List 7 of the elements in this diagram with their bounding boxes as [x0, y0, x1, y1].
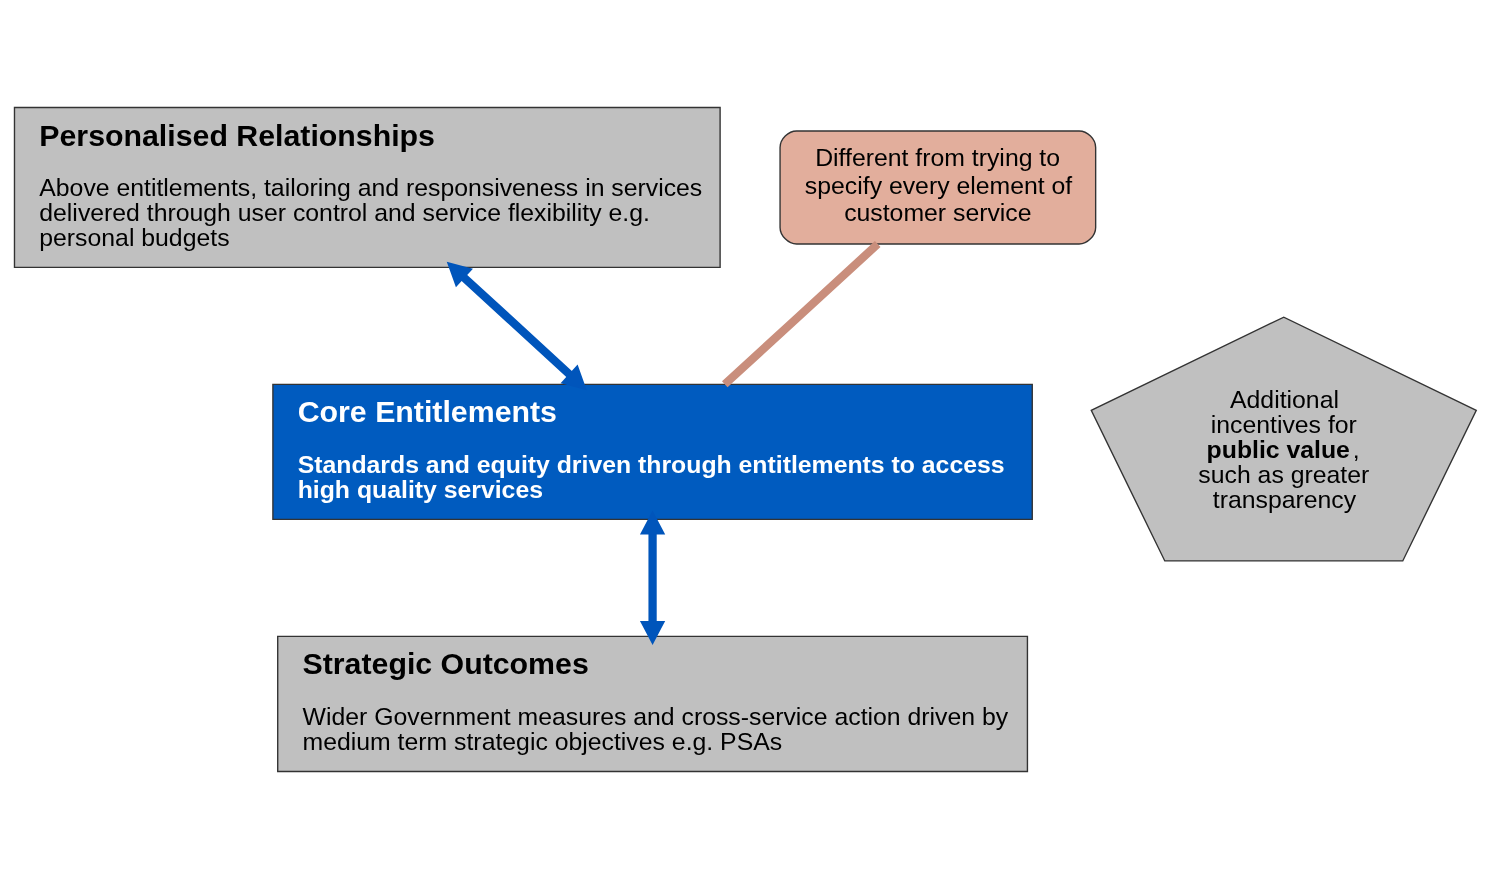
node-box: Personalised Relationships Above entitlements, tailoring and responsiveness in services delivered through user control and service flexibility e.g. personal budgets	[13, 106, 721, 268]
node-box: Core Entitlements Standards and equity driven through entitlements to access high quality services	[272, 383, 1033, 520]
arrow	[446, 261, 587, 390]
node-box: Strategic Outcomes Wider Government measures and cross-service action driven by medium term strategic objectives e.g. PSAs	[277, 635, 1029, 772]
node-box: Different from trying to specify every element of customer service	[779, 129, 1097, 245]
arrow	[639, 510, 666, 645]
connector	[721, 240, 881, 387]
